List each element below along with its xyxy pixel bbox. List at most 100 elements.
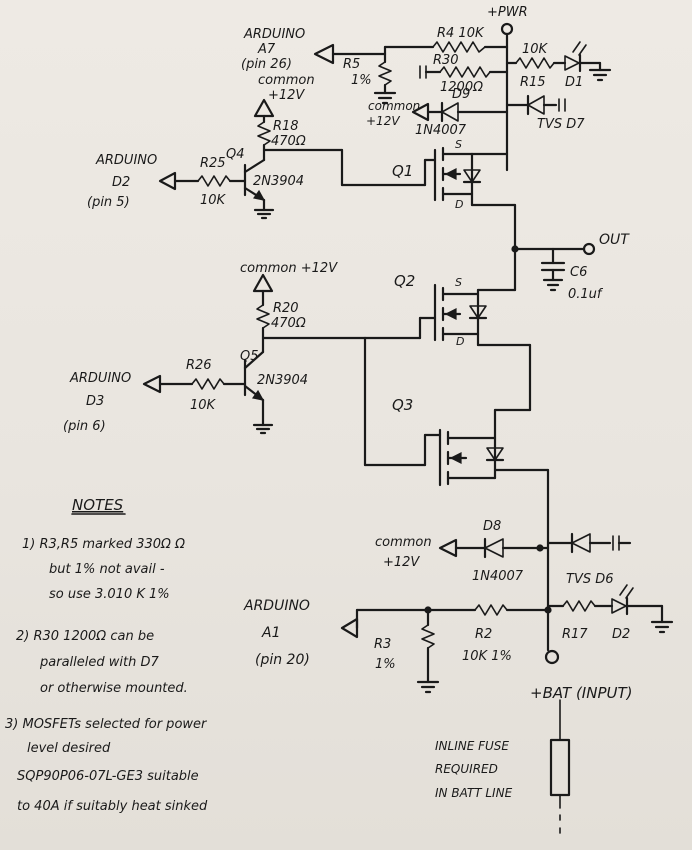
tvs-d6 bbox=[546, 532, 632, 554]
label-common-q4-1: common bbox=[258, 73, 315, 88]
note-1b: but 1% not avail - bbox=[49, 562, 165, 577]
label-q5-part: 2N3904 bbox=[257, 373, 308, 388]
tvs-d7 bbox=[505, 94, 566, 116]
d8-diode bbox=[438, 537, 550, 559]
label-a1-2: A1 bbox=[261, 625, 280, 641]
label-a7-3: (pin 26) bbox=[241, 57, 292, 72]
label-bat: +BAT (INPUT) bbox=[530, 684, 633, 702]
note-2a: 2) R30 1200Ω can be bbox=[16, 629, 154, 644]
note-3c: SQP90P06-07L-GE3 suitable bbox=[17, 769, 199, 784]
label-r2-val: 10K 1% bbox=[462, 649, 512, 664]
label-d2-1: ARDUINO bbox=[95, 153, 157, 168]
label-r20-val: 470Ω bbox=[271, 316, 306, 331]
label-common-d8-1: common bbox=[375, 535, 432, 550]
d3-input bbox=[142, 374, 247, 394]
label-r3-pct: 1% bbox=[375, 657, 396, 672]
label-q1-s: S bbox=[455, 138, 462, 151]
label-r20: R20 bbox=[273, 301, 299, 316]
r3-resistor bbox=[416, 608, 440, 694]
r5-resistor bbox=[373, 52, 397, 105]
label-r18: R18 bbox=[273, 119, 299, 134]
q5-common-arrow bbox=[252, 273, 274, 307]
label-common-q4-2: +12V bbox=[268, 88, 305, 103]
note-2c: or otherwise mounted. bbox=[40, 681, 188, 696]
label-q1: Q1 bbox=[392, 162, 413, 180]
q4-transistor bbox=[243, 158, 275, 220]
pwr-terminal bbox=[500, 22, 514, 49]
label-d9-part: 1N4007 bbox=[415, 123, 467, 138]
label-r17: R17 bbox=[562, 627, 588, 642]
label-tvs-d6: TVS D6 bbox=[566, 572, 614, 587]
label-r15-top: 10K bbox=[522, 42, 549, 57]
label-c6-val: 0.1uf bbox=[568, 287, 604, 302]
note-2b: paralleled with D7 bbox=[39, 655, 159, 670]
label-d9: D9 bbox=[452, 87, 470, 102]
label-q2-s: S bbox=[455, 276, 462, 289]
label-a1-3: (pin 20) bbox=[255, 652, 310, 668]
label-r25: R25 bbox=[200, 156, 226, 171]
label-r18-val: 470Ω bbox=[271, 134, 306, 149]
out-node bbox=[511, 203, 596, 292]
label-q1-d: D bbox=[455, 198, 463, 211]
label-d8-part: 1N4007 bbox=[472, 569, 524, 584]
label-d3-2: D3 bbox=[86, 394, 104, 409]
label-a1-1: ARDUINO bbox=[243, 598, 310, 614]
label-r26-val: 10K bbox=[190, 398, 217, 413]
q5-transistor bbox=[243, 350, 274, 435]
label-c6: C6 bbox=[570, 265, 587, 280]
q2-mosfet bbox=[433, 283, 532, 412]
label-q4: Q4 bbox=[226, 147, 245, 162]
note-1a: 1) R3,R5 marked 330Ω Ω bbox=[22, 537, 185, 552]
r15-resistor bbox=[505, 57, 567, 69]
q4-common-arrow bbox=[253, 98, 275, 124]
notes-heading: NOTES bbox=[72, 496, 124, 514]
label-common-d9-2: +12V bbox=[366, 114, 400, 128]
d1-led bbox=[564, 41, 612, 82]
r2-resistor bbox=[474, 604, 552, 616]
label-q3: Q3 bbox=[392, 396, 413, 414]
d2-input bbox=[158, 171, 247, 191]
label-q2: Q2 bbox=[394, 272, 415, 290]
note-3d: to 40A if suitably heat sinked bbox=[17, 799, 208, 814]
note-3b: level desired bbox=[27, 741, 111, 756]
a1-sense-line bbox=[340, 606, 477, 639]
label-fuse-2: REQUIRED bbox=[435, 762, 498, 776]
label-r25-val: 10K bbox=[200, 193, 227, 208]
label-d2-3: (pin 5) bbox=[87, 195, 130, 210]
label-r3: R3 bbox=[374, 637, 391, 652]
label-d2-led: D2 bbox=[612, 627, 630, 642]
note-1c: so use 3.010 K 1% bbox=[49, 587, 170, 602]
note-3a: 3) MOSFETs selected for power bbox=[5, 717, 208, 732]
q4-to-q1-gate bbox=[262, 148, 437, 187]
label-common-d9-1: common bbox=[368, 99, 420, 113]
label-d2-2: D2 bbox=[112, 175, 130, 190]
label-pwr: +PWR bbox=[487, 5, 528, 20]
label-d3-1: ARDUINO bbox=[69, 371, 131, 386]
label-r5: R5 bbox=[343, 57, 360, 72]
label-fuse-1: INLINE FUSE bbox=[435, 739, 509, 753]
r18-resistor bbox=[257, 121, 271, 162]
label-common-d8-2: +12V bbox=[383, 555, 420, 570]
label-fuse-3: IN BATT LINE bbox=[435, 786, 513, 800]
label-d8: D8 bbox=[483, 519, 501, 534]
q3-mosfet bbox=[438, 408, 550, 652]
label-a7-2: A7 bbox=[257, 42, 276, 57]
label-d1: D1 bbox=[565, 75, 583, 90]
label-q2-d: D bbox=[456, 335, 464, 348]
label-a7-1: ARDUINO bbox=[243, 27, 305, 42]
r30-resistor bbox=[419, 65, 509, 79]
label-r30-val: 1200Ω bbox=[440, 80, 483, 95]
r4-resistor bbox=[432, 41, 509, 53]
label-r30: R30 bbox=[433, 53, 459, 68]
a7-sense-line bbox=[313, 43, 435, 65]
q1-mosfet bbox=[433, 146, 517, 207]
label-tvs-d7: TVS D7 bbox=[537, 117, 585, 132]
label-r4: R4 10K bbox=[437, 26, 485, 41]
label-r2: R2 bbox=[475, 627, 492, 642]
notes-block: NOTES 1) R3,R5 marked 330Ω Ω but 1% not … bbox=[5, 496, 208, 814]
q5-to-q2-q3-gate bbox=[261, 316, 442, 467]
d9-diode bbox=[411, 101, 509, 123]
label-q4-part: 2N3904 bbox=[253, 174, 304, 189]
